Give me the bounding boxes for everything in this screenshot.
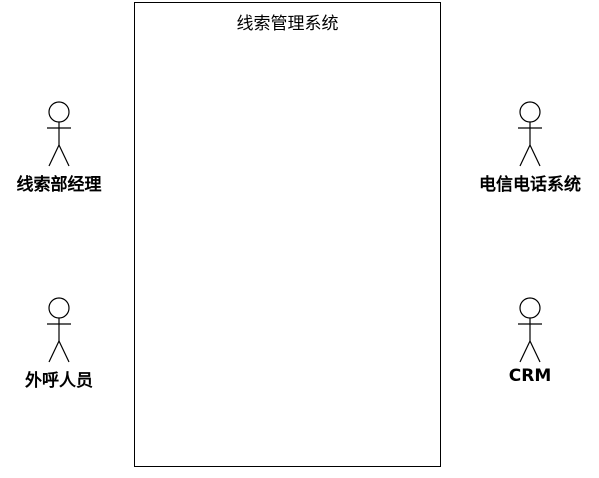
actor-label: CRM <box>508 366 552 386</box>
actor-telecom-system[interactable]: 电信电话系统 <box>470 100 590 195</box>
actor-lead-manager[interactable]: 线索部经理 <box>0 100 119 195</box>
actor-outbound-caller[interactable]: 外呼人员 <box>0 296 119 391</box>
actor-label: 电信电话系统 <box>479 175 581 195</box>
system-boundary: 线索管理系统 <box>134 2 441 467</box>
actor-label: 外呼人员 <box>25 371 93 391</box>
stick-figure-icon <box>518 297 542 363</box>
actor-label: 线索部经理 <box>16 175 102 195</box>
stick-figure-icon <box>518 101 542 167</box>
system-title: 线索管理系统 <box>236 14 339 34</box>
actor-crm[interactable]: CRM <box>470 296 590 386</box>
stick-figure-icon <box>47 101 71 167</box>
stick-figure-icon <box>47 297 71 363</box>
